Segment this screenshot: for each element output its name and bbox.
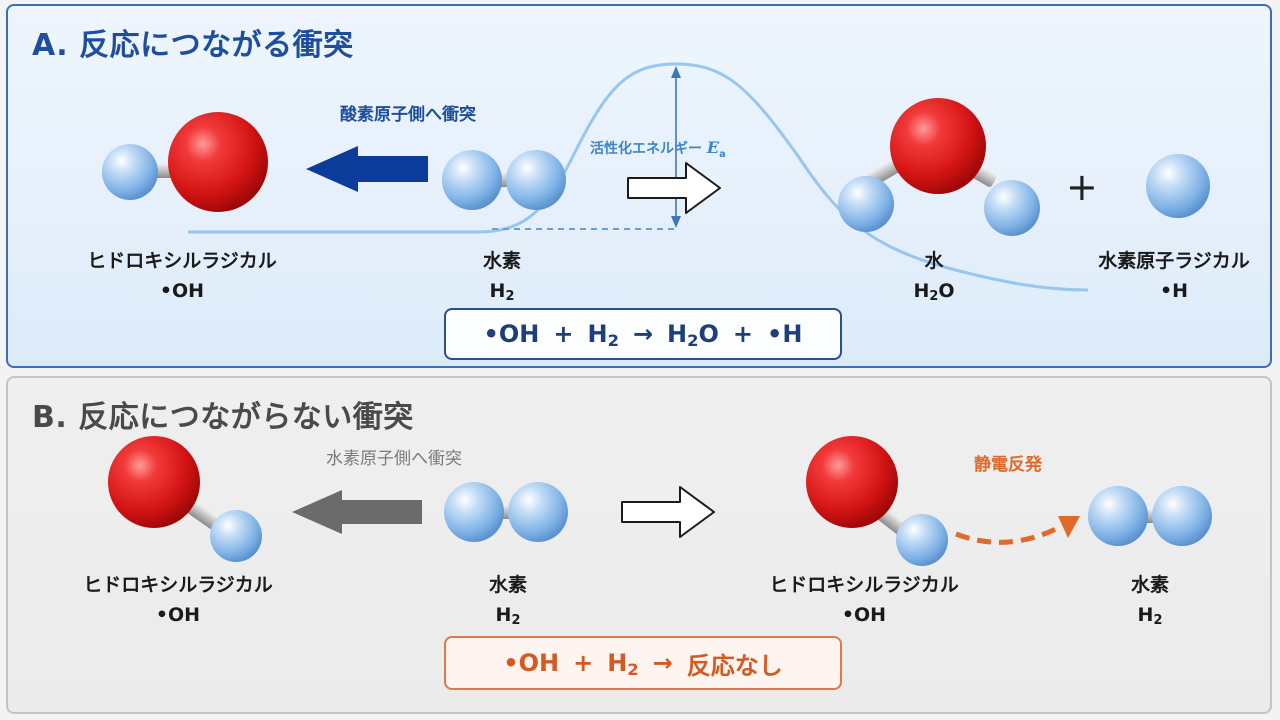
h-radical-name: 水素原子ラジカル — [1098, 250, 1250, 272]
reaction-arrow-hollow — [627, 162, 721, 214]
hydroxyl-name: ヒドロキシルラジカル — [83, 574, 273, 596]
hydroxyl-radical-molecule-a — [102, 112, 268, 212]
oxygen-atom — [890, 98, 986, 194]
label-hydrogen-radical: 水素原子ラジカル •H — [1098, 246, 1250, 306]
label-water: 水 H2O — [913, 246, 954, 306]
hydrogen-formula: H2 — [1137, 604, 1163, 629]
label-hydroxyl-b-right: ヒドロキシルラジカル •OH — [769, 570, 959, 630]
eq-term-h2o: H2O — [667, 320, 719, 351]
hydrogen-atom — [984, 180, 1040, 236]
oxygen-atom — [806, 436, 898, 528]
eq-arrow: → — [652, 649, 673, 677]
equation-box-a: •OH + H2 → H2O + •H — [444, 308, 842, 360]
hydroxyl-name: ヒドロキシルラジカル — [769, 574, 959, 596]
eq-result: 反応なし — [686, 651, 783, 680]
panel-b-title: B. 反応につながらない衝突 — [32, 400, 414, 435]
equation-box-b: •OH + H2 → 反応なし — [444, 636, 842, 690]
oxygen-atom — [168, 112, 268, 212]
hydrogen-radical-molecule — [1146, 154, 1210, 218]
hydroxyl-name: ヒドロキシルラジカル — [87, 250, 277, 272]
hydrogen-atom — [1152, 486, 1212, 546]
hydrogen-formula: H2 — [495, 604, 521, 629]
hydroxyl-formula: •OH — [841, 604, 887, 626]
eq-arrow: → — [632, 320, 654, 348]
hydrogen-formula: H2 — [489, 280, 515, 305]
hydrogen-name: 水素 — [482, 250, 522, 272]
hydroxyl-radical-molecule-b-left — [108, 436, 262, 562]
collision-arrow-blue — [306, 146, 428, 192]
hydrogen-molecule-a — [442, 150, 566, 210]
activation-energy-label: 活性化エネルギー Ea — [590, 138, 726, 160]
eq-term-h: •H — [767, 320, 803, 348]
hydroxyl-formula: •OH — [159, 280, 205, 302]
eq-plus: + — [573, 649, 594, 677]
repulsion-arrow — [955, 516, 1080, 545]
water-formula: H2O — [913, 280, 955, 305]
hydrogen-molecule-b-left — [444, 482, 568, 542]
eq-term-oh: •OH — [503, 649, 560, 677]
eq-term-h2: H2 — [607, 649, 639, 680]
label-hydroxyl-b-left: ヒドロキシルラジカル •OH — [83, 570, 273, 630]
panel-nonreactive-collision: B. 反応につながらない衝突 水素原子側へ衝突 静電反発 — [6, 376, 1272, 714]
h-radical-formula: •H — [1159, 280, 1189, 302]
hydrogen-molecule-b-right — [1088, 486, 1212, 546]
reaction-arrow-hollow-b — [621, 486, 715, 538]
hydroxyl-radical-molecule-b-right — [806, 436, 948, 566]
hydrogen-atom — [508, 482, 568, 542]
panel-reactive-collision: A. 反応につながる衝突 酸素原子側へ衝突 活性化エネルギー Ea — [6, 4, 1272, 368]
label-hydrogen-b-left: 水素 H2 — [489, 570, 527, 630]
label-hydrogen-a: 水素 H2 — [483, 246, 521, 306]
repulsion-note: 静電反発 — [974, 455, 1042, 475]
panel-b-graphics — [292, 486, 1080, 545]
hydrogen-atom — [210, 510, 262, 562]
plus-sign: + — [1066, 165, 1098, 209]
water-molecule — [838, 98, 1040, 236]
hydrogen-atom — [838, 176, 894, 232]
hydrogen-atom — [442, 150, 502, 210]
label-hydrogen-b-right: 水素 H2 — [1131, 570, 1169, 630]
eq-term-oh: •OH — [483, 320, 540, 348]
water-name: 水 — [924, 250, 944, 272]
eq-term-h2: H2 — [587, 320, 619, 351]
hydrogen-atom — [102, 144, 158, 200]
hydrogen-atom — [1146, 154, 1210, 218]
panel-a-title: A. 反応につながる衝突 — [32, 28, 354, 63]
hydrogen-atom — [1088, 486, 1148, 546]
activation-energy-symbol: E — [706, 138, 720, 157]
collision-arrow-gray — [292, 490, 422, 534]
eq-plus: + — [553, 320, 574, 348]
collision-note-hydrogen: 水素原子側へ衝突 — [326, 449, 462, 469]
activation-energy-subscript: a — [719, 148, 726, 160]
hydrogen-atom — [506, 150, 566, 210]
label-hydroxyl-a: ヒドロキシルラジカル •OH — [87, 246, 277, 306]
hydrogen-atom — [444, 482, 504, 542]
activation-energy-text: 活性化エネルギー — [590, 141, 702, 157]
hydrogen-name: 水素 — [1130, 574, 1170, 596]
eq-plus: + — [732, 320, 754, 348]
oxygen-atom — [108, 436, 200, 528]
hydrogen-name: 水素 — [488, 574, 528, 596]
hydrogen-atom — [896, 514, 948, 566]
collision-note-oxygen: 酸素原子側へ衝突 — [340, 105, 476, 125]
hydroxyl-formula: •OH — [155, 604, 201, 626]
